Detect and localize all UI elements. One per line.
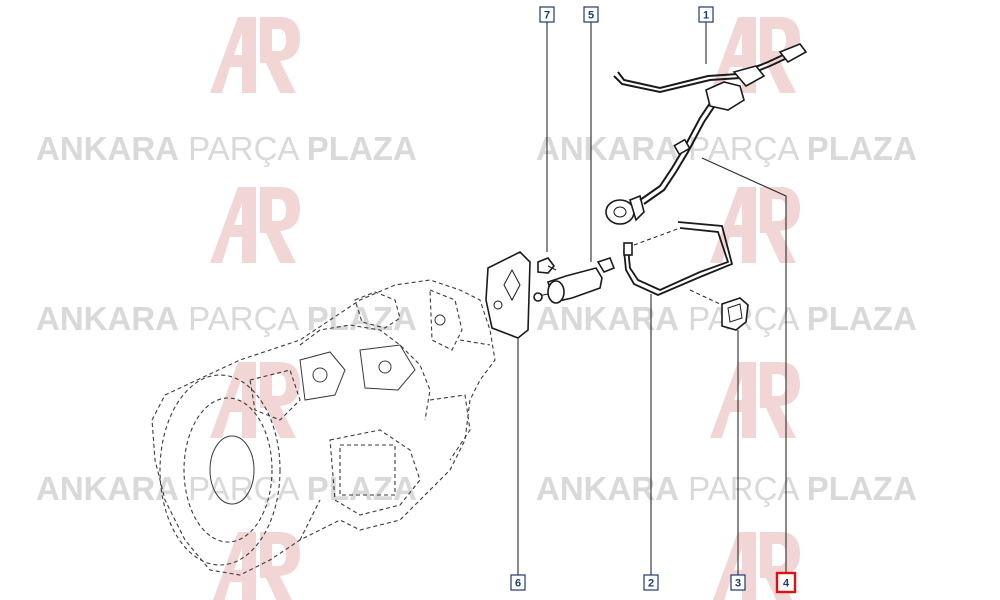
watermark-logos — [210, 17, 800, 600]
watermark-brand-bold: PLAZA — [307, 300, 417, 337]
part-master-cylinder-hose — [605, 99, 717, 225]
watermark-brand-bold: ANKARA — [536, 130, 679, 167]
watermark-row-2: ANKARA PARÇA PLAZA ANKARA PARÇA PLAZA — [36, 300, 917, 337]
part-hydraulic-pipe — [623, 221, 734, 296]
watermark-row-3: ANKARA PARÇA PLAZA ANKARA PARÇA PLAZA — [36, 470, 917, 507]
part-bracket-plate — [485, 251, 531, 339]
svg-text:ANKARA PARÇA PLAZA: ANKARA PARÇA PLAZA — [36, 470, 417, 507]
svg-text:ANKARA PARÇA PLAZA: ANKARA PARÇA PLAZA — [536, 470, 917, 507]
watermark-brand-light: PARÇA — [188, 470, 299, 507]
callout-5[interactable]: 5 — [583, 6, 599, 23]
callout-3[interactable]: 3 — [730, 574, 746, 591]
watermark-brand-light: PARÇA — [688, 470, 799, 507]
part-clutch-master-line — [613, 43, 808, 111]
callout-group: 1 2 3 4 5 6 7 — [510, 6, 797, 594]
watermark-brand-bold: ANKARA — [536, 300, 679, 337]
watermark-brand-bold: ANKARA — [536, 470, 679, 507]
watermark-brand-bold: PLAZA — [307, 130, 417, 167]
callout-label: 3 — [735, 578, 741, 590]
callout-label: 7 — [544, 10, 550, 22]
callout-2[interactable]: 2 — [643, 574, 659, 591]
callout-4-highlighted[interactable]: 4 — [775, 571, 797, 594]
watermark-brand-light: PARÇA — [188, 130, 299, 167]
watermark-logo-icon — [210, 362, 300, 438]
watermark-brand-bold: PLAZA — [807, 130, 917, 167]
watermark-logo-icon — [212, 532, 300, 600]
part-bolt — [537, 257, 557, 274]
part-clip — [689, 289, 749, 331]
watermark-brand-light: PARÇA — [688, 130, 799, 167]
watermark-brand-bold: ANKARA — [36, 470, 179, 507]
watermark-row-1: ANKARA PARÇA PLAZA ANKARA PARÇA PLAZA — [36, 130, 917, 167]
callout-7[interactable]: 7 — [539, 6, 555, 23]
svg-text:ANKARA PARÇA PLAZA: ANKARA PARÇA PLAZA — [536, 130, 917, 167]
gearbox-assembly — [151, 279, 496, 576]
callout-label: 2 — [648, 578, 654, 590]
svg-text:ANKARA PARÇA PLAZA: ANKARA PARÇA PLAZA — [536, 300, 917, 337]
callout-label: 1 — [703, 10, 709, 22]
watermark-brand-bold: PLAZA — [807, 300, 917, 337]
watermark-brand-light: PARÇA — [188, 300, 299, 337]
watermark-brand-bold: ANKARA — [36, 130, 179, 167]
watermark-brand-bold: ANKARA — [36, 300, 179, 337]
leader-lines — [517, 22, 787, 575]
callout-label: 5 — [588, 10, 594, 22]
watermark-brand-bold: PLAZA — [307, 470, 417, 507]
svg-text:ANKARA PARÇA PLAZA: ANKARA PARÇA PLAZA — [36, 130, 417, 167]
watermark-logo-icon — [210, 187, 300, 263]
svg-text:ANKARA PARÇA PLAZA: ANKARA PARÇA PLAZA — [36, 300, 417, 337]
watermark-brand-bold: PLAZA — [807, 470, 917, 507]
watermark-logo-icon — [210, 17, 300, 93]
callout-label: 6 — [515, 578, 521, 590]
callout-label: 4 — [783, 578, 790, 590]
callout-1[interactable]: 1 — [698, 6, 714, 23]
callout-6[interactable]: 6 — [510, 574, 526, 591]
part-slave-cylinder — [533, 257, 616, 304]
watermark-logo-icon — [710, 362, 800, 438]
